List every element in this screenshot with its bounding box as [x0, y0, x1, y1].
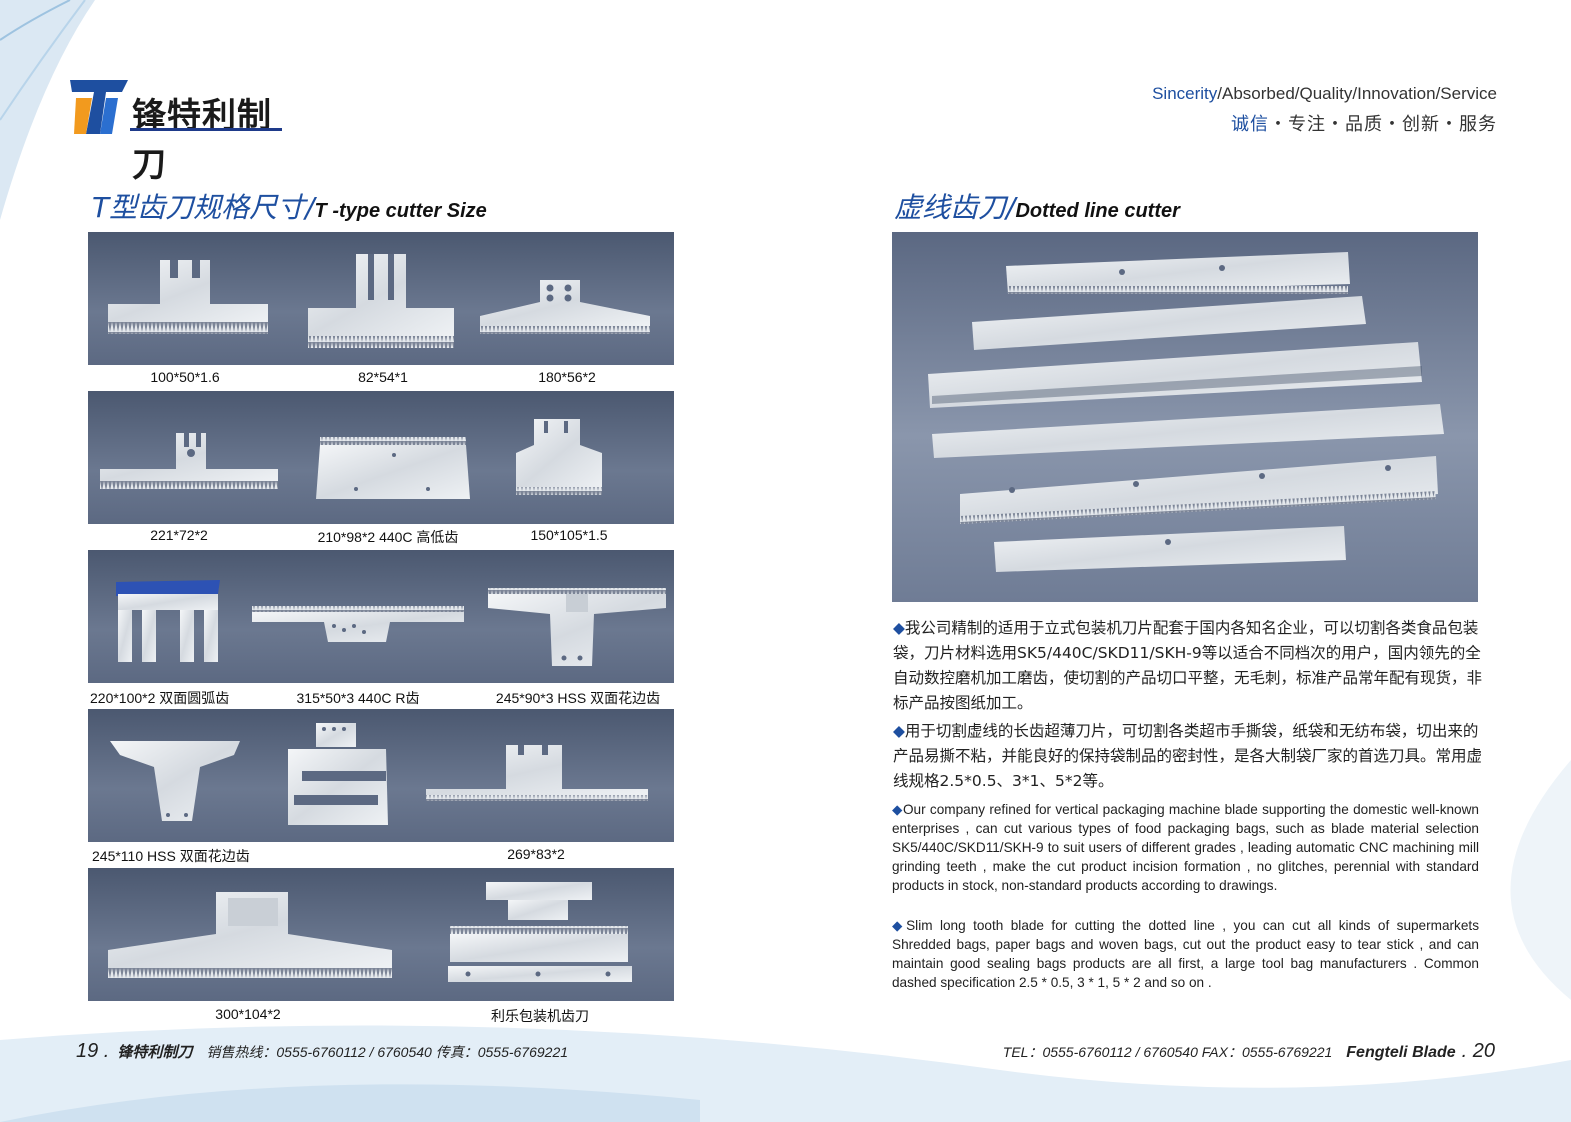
footer-contact-right: TEL：0555-6760112 / 6760540 FAX：0555-6769… — [1002, 1044, 1333, 1060]
product-strip-row-4 — [88, 709, 674, 842]
dotted-line-cutter-photo — [892, 232, 1478, 602]
page-number-left: 19 . — [76, 1040, 110, 1062]
desc-cn-2-text: 用于切割虚线的长齿超薄刀片，可切割各类超市手撕袋，纸袋和无纺布袋，切出来的产品易… — [893, 722, 1483, 790]
desc-cn-1-text: 我公司精制的适用于立式包装机刀片配套于国内各知名企业，可以切割各类食品包装袋，刀… — [893, 619, 1483, 712]
caption-11: 300*104*2 — [215, 1006, 281, 1022]
bullet-icon: ◆ — [892, 918, 907, 933]
slogan-english: Sincerity/Absorbed/Quality/Innovation/Se… — [1152, 84, 1497, 104]
footer-contact-left: 销售热线：0555-6760112 / 6760540 传真：0555-6769… — [206, 1044, 569, 1060]
page-number-right: . 20 — [1461, 1040, 1495, 1062]
caption-6: 220*100*2 双面圆弧齿 — [90, 690, 230, 706]
brand-logo: 锋特利制刀 — [70, 78, 285, 185]
caption-9: 245*110 HSS 双面花边齿 — [92, 848, 250, 864]
left-title-cn: T型齿刀规格尺寸/ — [92, 191, 315, 224]
blade-image-row-3 — [116, 580, 666, 666]
left-section-title: T型齿刀规格尺寸/T -type cutter Size — [92, 186, 487, 226]
slogan-cn-highlight: 诚信 — [1231, 114, 1269, 135]
desc-en-2-text: Slim long tooth blade for cutting the do… — [892, 918, 1479, 990]
description-cn-2: ◆用于切割虚线的长齿超薄刀片，可切割各类超市手撕袋，纸袋和无纺布袋，切出来的产品… — [893, 719, 1493, 794]
footer-brand-left: 锋特利制刀 — [117, 1044, 193, 1061]
bullet-icon: ◆ — [893, 619, 905, 637]
left-title-en: T -type cutter Size — [314, 200, 487, 222]
product-strip-row-5 — [88, 868, 674, 1001]
desc-en-1-text: Our company refined for vertical packagi… — [892, 802, 1479, 893]
caption-5: 150*105*1.5 — [530, 527, 608, 543]
caption-3: 221*72*2 — [150, 527, 208, 543]
caption-0: 100*50*1.6 — [150, 369, 220, 385]
product-strip-row-3 — [88, 550, 674, 683]
caption-8: 245*90*3 HSS 双面花边齿 — [495, 690, 661, 706]
bullet-icon: ◆ — [892, 802, 903, 817]
right-title-cn: 虚线齿刀/ — [894, 191, 1016, 224]
footer-left: 19 . 锋特利制刀销售热线：0555-6760112 / 6760540 传真：… — [76, 1040, 568, 1063]
description-cn-1: ◆我公司精制的适用于立式包装机刀片配套于国内各知名企业，可以切割各类食品包装袋，… — [893, 616, 1493, 716]
caption-2: 180*56*2 — [538, 369, 596, 385]
caption-10: 269*83*2 — [507, 846, 565, 862]
description-en-1: ◆Our company refined for vertical packag… — [892, 800, 1479, 895]
bullet-icon: ◆ — [893, 722, 905, 740]
logo-mark-icon — [70, 80, 128, 134]
blade-image-row-2 — [100, 419, 602, 499]
slogan-en-rest: /Absorbed/Quality/Innovation/Service — [1217, 84, 1497, 103]
description-en-2: ◆Slim long tooth blade for cutting the d… — [892, 916, 1479, 992]
slogan-en-highlight: Sincerity — [1152, 84, 1218, 103]
blade-image-row-5 — [108, 882, 632, 982]
caption-1: 82*54*1 — [358, 369, 408, 385]
footer-brand-right: Fengteli Blade — [1346, 1044, 1456, 1061]
caption-12: 利乐包装机齿刀 — [491, 1008, 589, 1024]
blade-image-row-4 — [110, 723, 648, 825]
slogan-chinese: 诚信・专注・品质・创新・服务 — [1231, 110, 1497, 136]
blade-image-row-1 — [108, 254, 650, 348]
product-strip-row-1 — [88, 232, 674, 365]
right-section-title: 虚线齿刀/Dotted line cutter — [894, 186, 1180, 226]
product-strip-row-2 — [88, 391, 674, 524]
footer-right: TEL：0555-6760112 / 6760540 FAX：0555-6769… — [1003, 1040, 1495, 1063]
caption-4: 210*98*2 440C 高低齿 — [317, 529, 459, 545]
slogan-cn-rest: ・专注・品质・创新・服务 — [1269, 114, 1497, 135]
logo-underline — [130, 128, 282, 131]
caption-7: 315*50*3 440C R齿 — [296, 690, 420, 706]
logo-text: 锋特利制刀 — [132, 96, 272, 185]
dotted-blades-image — [928, 252, 1444, 572]
right-title-en: Dotted line cutter — [1015, 200, 1180, 222]
